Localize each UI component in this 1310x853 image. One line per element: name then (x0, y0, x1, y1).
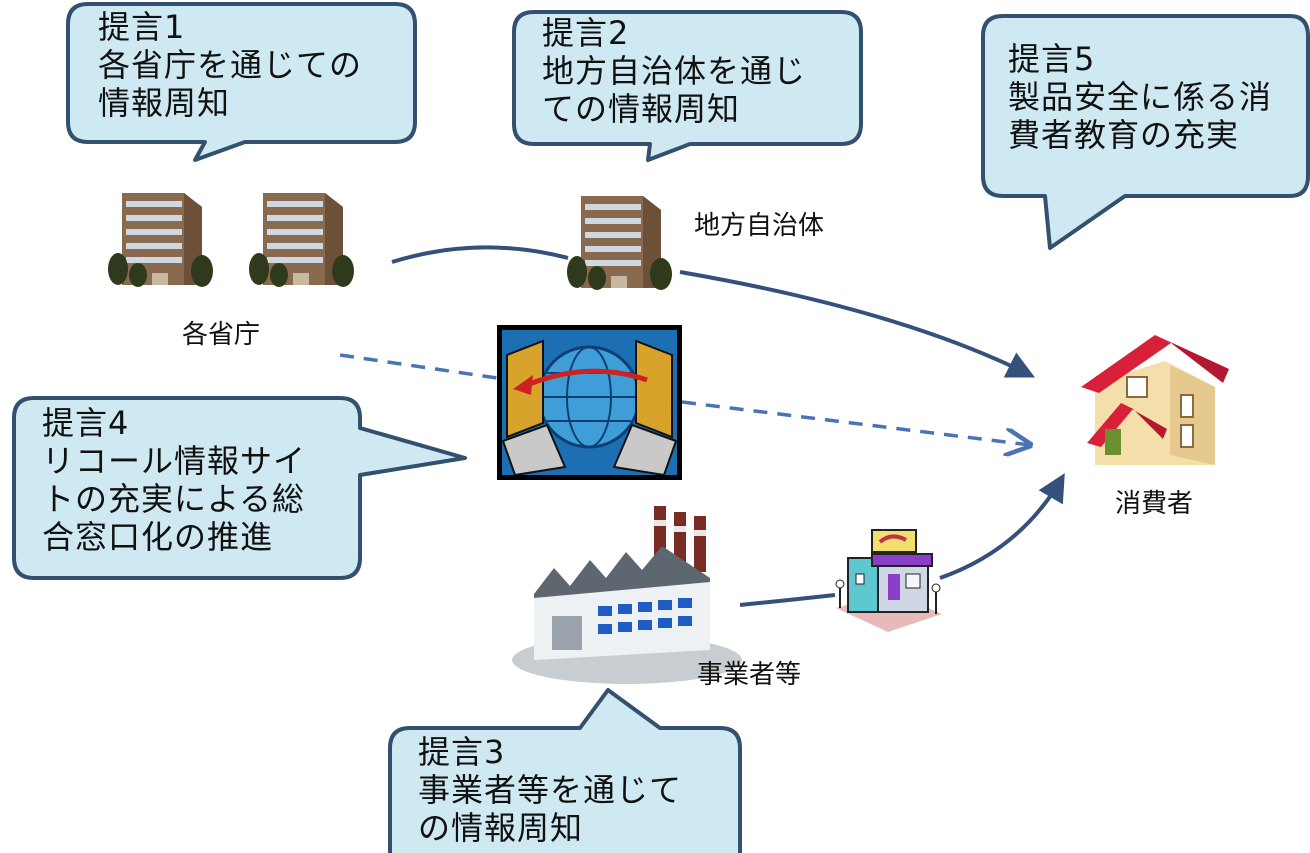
arrow-local-government-to-consumers (679, 270, 1036, 378)
bubble-shape-proposal-4 (12, 396, 467, 580)
ministry-building-icon (108, 193, 213, 287)
proposal-5-line-1: 製品安全に係る消 (1008, 78, 1273, 116)
shop-icon (835, 529, 942, 632)
proposal-4-line-1: リコール情報サイ (42, 442, 307, 480)
proposal-3-title: 提言3 (418, 733, 506, 771)
house-icon (1081, 335, 1229, 465)
bubble-shape-proposal-1 (66, 2, 417, 162)
connector-businesses-to-shop (739, 593, 836, 607)
ministry-building-icon (249, 193, 354, 287)
proposal-3-bubble: 提言3 事業者等を通じて の情報周知 (418, 733, 682, 847)
proposal-1-line-2: 情報周知 (98, 84, 231, 122)
recall-website-icon (497, 325, 682, 480)
proposal-4-line-3: 合窓口化の推進 (42, 518, 274, 556)
local-government-label: 地方自治体 (694, 211, 825, 241)
bubble-shape-proposal-5 (981, 14, 1310, 250)
proposal-2-title: 提言2 (542, 14, 630, 52)
proposal-4-bubble: 提言4 リコール情報サイ トの充実による総 合窓口化の推進 (42, 404, 306, 556)
proposal-5-bubble: 提言5 製品安全に係る消 費者教育の充実 (1008, 40, 1272, 154)
proposal-5-title: 提言5 (1008, 40, 1096, 78)
proposal-1-bubble: 提言1 各省庁を通じての 情報周知 (98, 8, 362, 122)
factory-icon (512, 506, 742, 684)
proposal-4-line-2: トの充実による総 (42, 480, 306, 518)
proposal-2-line-1: 地方自治体を通じ (542, 52, 807, 90)
proposal-3-line-1: 事業者等を通じて (418, 771, 683, 809)
dashed-connector-ministries-to-site (339, 353, 498, 380)
proposal-1-line-1: 各省庁を通じての (98, 46, 363, 84)
businesses-label: 事業者等 (697, 660, 802, 690)
proposal-4-title: 提言4 (42, 404, 130, 442)
consumers-label: 消費者 (1115, 489, 1194, 519)
bubble-shape-proposal-2 (512, 10, 863, 162)
proposal-2-bubble: 提言2 地方自治体を通じ ての情報周知 (542, 14, 806, 128)
dashed-arrow-site-to-consumers (681, 400, 1030, 445)
proposal-5-line-2: 費者教育の充実 (1008, 116, 1240, 154)
arrow-shop-to-consumers (939, 473, 1065, 580)
bubble-shape-proposal-3 (388, 688, 742, 853)
proposal-1-title: 提言1 (98, 8, 186, 46)
proposal-2-line-2: ての情報周知 (542, 90, 741, 128)
ministries-label: 各省庁 (182, 320, 261, 350)
proposal-3-line-2: の情報周知 (418, 809, 584, 847)
connector-ministries-to-local-government (391, 245, 569, 264)
local-government-building-icon (567, 196, 672, 290)
